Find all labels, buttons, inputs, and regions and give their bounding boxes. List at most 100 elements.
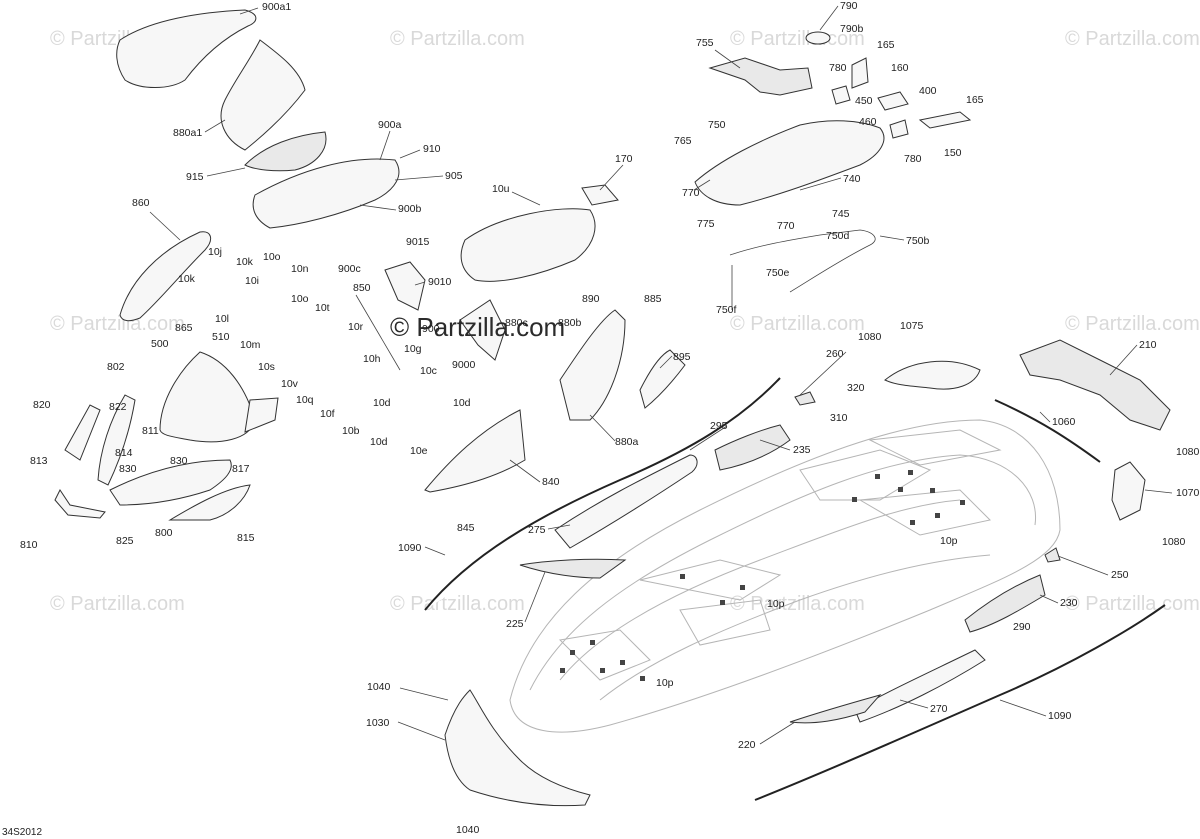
callout-label: 460 <box>859 116 877 128</box>
callout-label: 780 <box>904 153 922 165</box>
callout-label: 10f <box>320 408 335 420</box>
callout-label: 880a <box>615 436 639 448</box>
callout-label: 1040 <box>367 681 391 693</box>
callout-label: 1070 <box>1176 487 1200 499</box>
callout-label: 10j <box>208 246 222 258</box>
parts <box>54 9 1171 807</box>
callout-label: 800 <box>155 527 173 539</box>
callout-label: 765 <box>674 135 692 147</box>
watermark: © Partzilla.com <box>50 593 185 615</box>
watermark: © Partzilla.com <box>730 28 865 50</box>
callout-label: 270 <box>930 703 948 715</box>
callout-label: 170 <box>615 153 633 165</box>
callout-label: 817 <box>232 463 250 475</box>
callout-label: 790 <box>840 0 858 12</box>
callout-label: 10k <box>178 273 196 285</box>
callout-label: 10d <box>453 397 471 409</box>
callout-label: 510 <box>212 331 230 343</box>
callout-label: 400 <box>919 85 937 97</box>
callout-label: 740 <box>843 173 861 185</box>
callout-label: 790b <box>840 23 864 35</box>
callout-label: 160 <box>891 62 909 74</box>
watermark: © Partzilla.com <box>730 593 865 615</box>
callout-label: 900b <box>398 203 422 215</box>
callout-label: 840 <box>542 476 560 488</box>
callout-label: 290 <box>1013 621 1031 633</box>
watermark: © Partzilla.com <box>390 28 525 50</box>
callout-label: 10t <box>315 302 330 314</box>
callout-label: 814 <box>115 447 133 459</box>
callout-label: 900c <box>338 263 361 275</box>
callout-label: 813 <box>30 455 48 467</box>
callout-label: 1080 <box>1162 536 1186 548</box>
callout-label: 880c <box>505 317 528 329</box>
callout-labels: 900a1 880a1 915 900a 910 905 900b 900c 8… <box>20 0 1200 836</box>
callout-label: 10u <box>492 183 510 195</box>
callout-label: 260 <box>826 348 844 360</box>
callout-label: 10l <box>215 313 229 325</box>
callout-label: 10h <box>363 353 381 365</box>
callout-label: 775 <box>697 218 715 230</box>
callout-label: 850 <box>353 282 371 294</box>
callout-label: 320 <box>847 382 865 394</box>
callout-label: 450 <box>855 95 873 107</box>
callout-label: 1040 <box>456 824 480 836</box>
callout-label: 802 <box>107 361 125 373</box>
callout-label: 822 <box>109 401 127 413</box>
center-watermark: © Partzilla.com <box>390 312 565 342</box>
callout-label: 150 <box>944 147 962 159</box>
callout-label: 10r <box>348 321 364 333</box>
callout-label: 1090 <box>1048 710 1072 722</box>
watermark-layer: © Partzilla.com © Partzilla.com © Partzi… <box>50 28 1200 615</box>
callout-label: 275 <box>528 524 546 536</box>
callout-label: 10n <box>291 263 309 275</box>
callout-label: 845 <box>457 522 475 534</box>
callout-label: 880a1 <box>173 127 202 139</box>
callout-label: 780 <box>829 62 847 74</box>
callout-label: 10o <box>263 251 281 263</box>
callout-label: 750d <box>826 230 850 242</box>
callout-label: 10m <box>240 339 261 351</box>
callout-label: 900a <box>378 119 402 131</box>
watermark: © Partzilla.com <box>390 593 525 615</box>
callout-label: 1080 <box>1176 446 1200 458</box>
callout-label: 820 <box>33 399 51 411</box>
watermark: © Partzilla.com <box>50 313 185 335</box>
callout-label: 811 <box>142 425 159 437</box>
callout-label: 880b <box>558 317 582 329</box>
callout-label: 10c <box>420 365 437 377</box>
callout-label: 750 <box>708 119 726 131</box>
callout-label: 500 <box>151 338 169 350</box>
watermark: © Partzilla.com <box>1065 593 1200 615</box>
callout-label: 865 <box>175 322 193 334</box>
rub-strips <box>424 377 1166 801</box>
callout-label: 750e <box>766 267 790 279</box>
callout-label: 9015 <box>406 236 430 248</box>
callout-label: 230 <box>1060 597 1078 609</box>
callout-label: 10i <box>245 275 259 287</box>
watermark: © Partzilla.com <box>1065 313 1200 335</box>
callout-label: 1060 <box>1052 416 1076 428</box>
callout-label: 10e <box>410 445 428 457</box>
callout-label: 755 <box>696 37 714 49</box>
callout-label: 250 <box>1111 569 1129 581</box>
callout-label: 10o <box>291 293 309 305</box>
callout-label: 310 <box>830 412 848 424</box>
callout-label: 10q <box>296 394 314 406</box>
callout-label: 1080 <box>858 331 882 343</box>
callout-label: 235 <box>793 444 811 456</box>
callout-label: 10s <box>258 361 275 373</box>
callout-label: 815 <box>237 532 255 544</box>
callout-label: 295 <box>710 420 728 432</box>
callout-label: 9000 <box>452 359 476 371</box>
callout-label: 890 <box>582 293 600 305</box>
callout-label: 830 <box>170 455 188 467</box>
callout-label: 810 <box>20 539 38 551</box>
callout-label: 750f <box>716 304 737 316</box>
callout-label: 10k <box>236 256 254 268</box>
callout-label: 830 <box>119 463 137 475</box>
callout-label: 1090 <box>398 542 422 554</box>
callout-label: 905 <box>445 170 463 182</box>
callout-label: 9010 <box>428 276 452 288</box>
callout-label: 915 <box>186 171 204 183</box>
